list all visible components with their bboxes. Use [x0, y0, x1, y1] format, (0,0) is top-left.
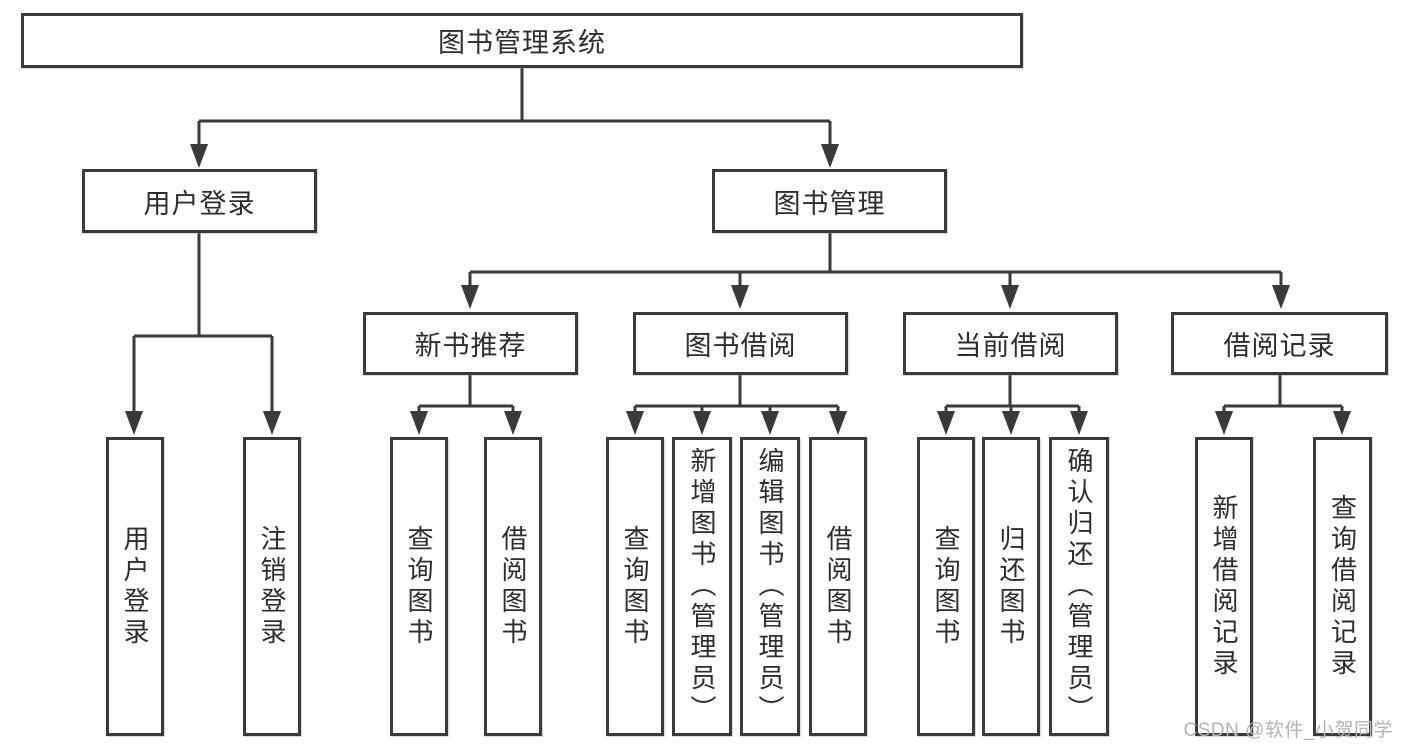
- leaf-bb-edit-books-admin: 编辑图书（管理员）: [740, 437, 800, 736]
- leaf-bb-add-books-admin: 新增图书（管理员）: [672, 437, 732, 736]
- arrow-down-icon: [829, 411, 847, 435]
- arrow-down-icon: [263, 411, 281, 435]
- watermark-text: CSDN @软件_小贺同学: [1183, 720, 1393, 741]
- arrow-down-icon: [626, 411, 644, 435]
- leaf-bb-query-books-label: 查询图书: [620, 524, 650, 649]
- leaf-cb-return-books-label: 归还图书: [996, 524, 1026, 649]
- leaf-user-login-label: 用户登录: [120, 524, 150, 649]
- leaf-cb-query-books-label: 查询图书: [931, 524, 961, 649]
- leaf-user-login: 用户登录: [106, 437, 164, 736]
- leaf-nbr-query-books-label: 查询图书: [404, 524, 434, 649]
- node-root-system-label: 图书管理系统: [438, 28, 606, 58]
- arrow-down-icon: [731, 285, 749, 309]
- leaf-nbr-query-books: 查询图书: [390, 437, 448, 736]
- leaf-cb-confirm-return-admin: 确认归还（管理员）: [1049, 437, 1109, 736]
- leaf-cb-return-books: 归还图书: [982, 437, 1040, 736]
- arrow-down-icon: [1215, 411, 1233, 435]
- arrow-down-icon: [504, 411, 522, 435]
- arrow-down-icon: [410, 411, 428, 435]
- node-new-book-recommend-label: 新书推荐: [414, 331, 527, 361]
- leaf-bb-query-books: 查询图书: [606, 437, 664, 736]
- arrow-down-icon: [461, 285, 479, 309]
- arrow-down-icon: [1002, 411, 1020, 435]
- leaf-br-query-record: 查询借阅记录: [1313, 437, 1372, 736]
- node-book-borrow-label: 图书借阅: [684, 331, 797, 361]
- leaf-bb-edit-books-admin-label: 编辑图书（管理员）: [755, 447, 785, 726]
- leaf-bb-borrow-books-label: 借阅图书: [823, 524, 853, 649]
- arrow-down-icon: [1333, 411, 1351, 435]
- arrow-down-icon: [1272, 285, 1290, 309]
- node-book-borrow: 图书借阅: [633, 312, 848, 375]
- arrow-down-icon: [190, 144, 208, 168]
- node-borrow-records-label: 借阅记录: [1223, 331, 1336, 361]
- node-root-system: 图书管理系统: [21, 13, 1023, 68]
- arrow-down-icon: [125, 411, 143, 435]
- node-user-login-label: 用户登录: [143, 188, 256, 219]
- arrow-down-icon: [693, 411, 711, 435]
- node-book-management: 图书管理: [712, 169, 947, 233]
- leaf-logout: 注销登录: [243, 437, 301, 736]
- leaf-logout-label: 注销登录: [257, 524, 287, 649]
- leaf-nbr-borrow-books-label: 借阅图书: [498, 524, 528, 649]
- arrow-down-icon: [1070, 411, 1088, 435]
- leaf-br-query-record-label: 查询借阅记录: [1327, 493, 1358, 680]
- node-book-management-label: 图书管理: [773, 188, 886, 219]
- arrow-down-icon: [821, 144, 839, 168]
- leaf-bb-add-books-admin-label: 新增图书（管理员）: [687, 447, 717, 726]
- leaf-bb-borrow-books: 借阅图书: [809, 437, 867, 736]
- arrow-down-icon: [937, 411, 955, 435]
- leaf-nbr-borrow-books: 借阅图书: [484, 437, 542, 736]
- node-user-login: 用户登录: [82, 169, 317, 233]
- node-current-borrow-label: 当前借阅: [954, 331, 1067, 361]
- leaf-cb-query-books: 查询图书: [917, 437, 975, 736]
- leaf-cb-confirm-return-admin-label: 确认归还（管理员）: [1064, 447, 1094, 726]
- leaf-br-add-record: 新增借阅记录: [1195, 437, 1253, 736]
- leaf-br-add-record-label: 新增借阅记录: [1209, 493, 1239, 680]
- node-new-book-recommend: 新书推荐: [363, 312, 578, 375]
- node-borrow-records: 借阅记录: [1171, 312, 1388, 375]
- arrow-down-icon: [761, 411, 779, 435]
- node-current-borrow: 当前借阅: [903, 312, 1118, 375]
- arrow-down-icon: [1001, 285, 1019, 309]
